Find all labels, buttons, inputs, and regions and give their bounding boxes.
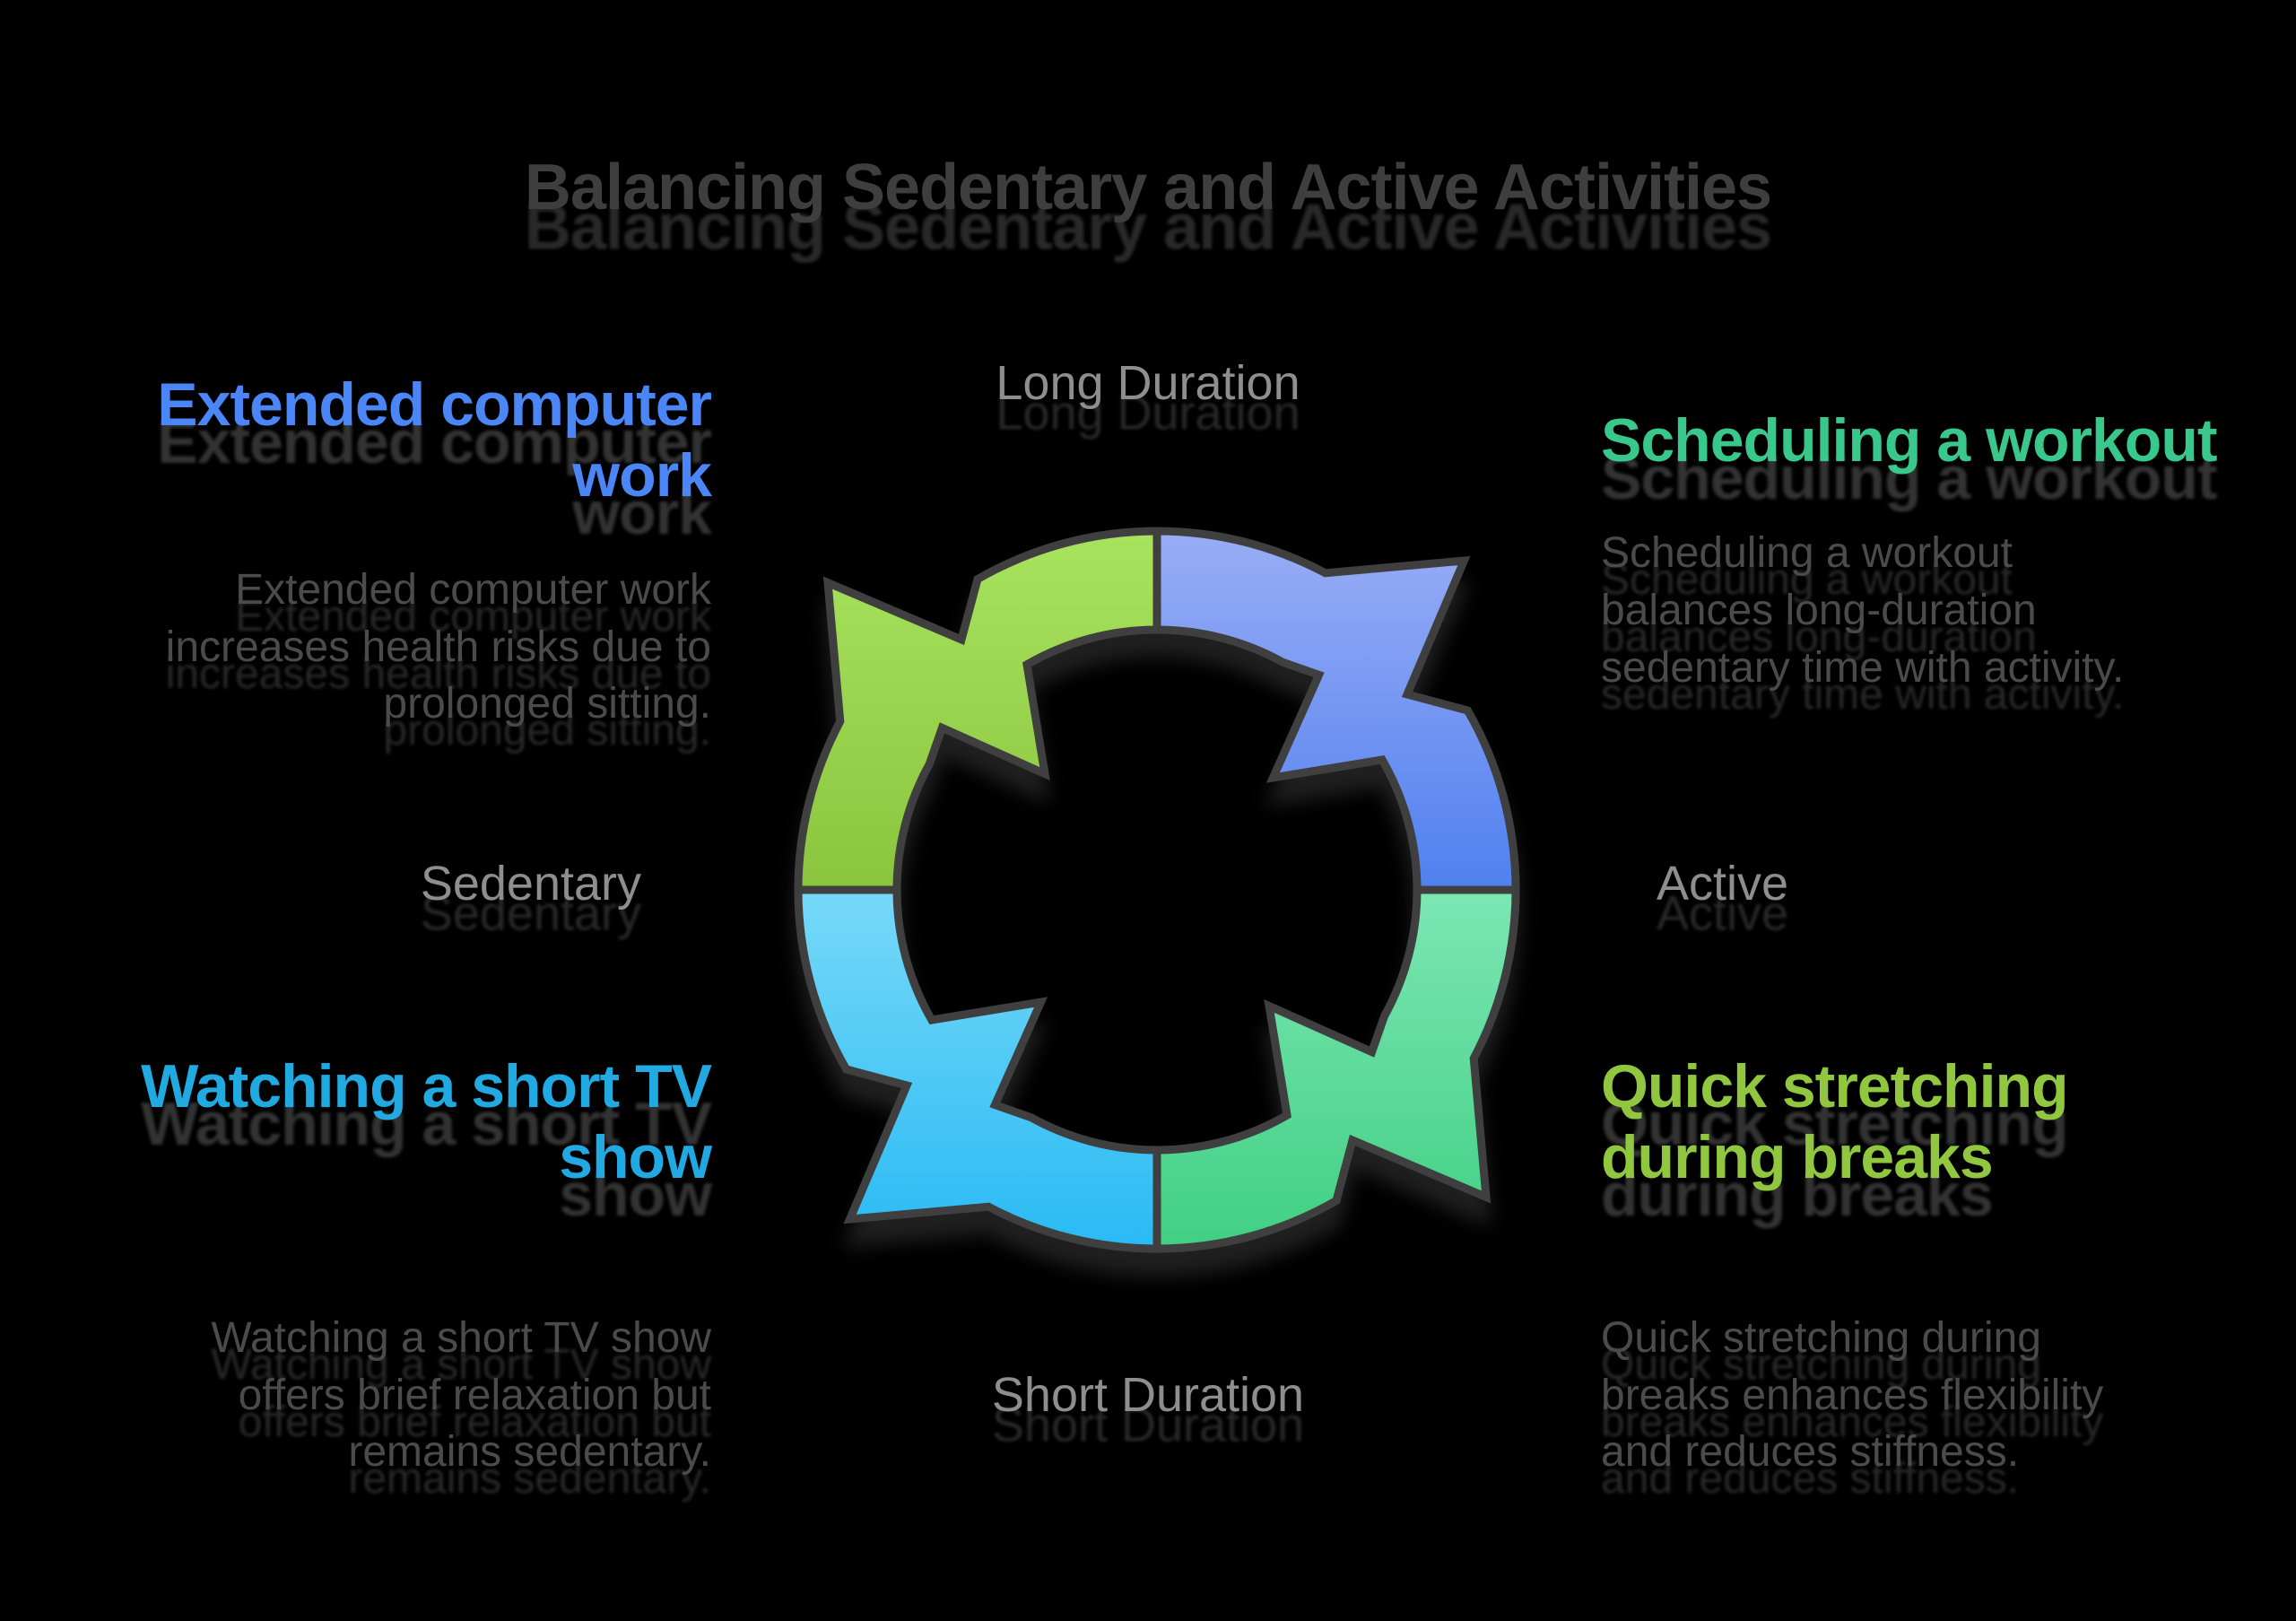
axis-label-active: Active bbox=[1657, 857, 1789, 911]
quadrant-body: Extended computer work increases health … bbox=[165, 565, 711, 728]
quadrant-heading: Scheduling a workout bbox=[1601, 406, 2218, 475]
axis-label-short-duration: Short Duration bbox=[991, 1368, 1305, 1422]
quadrant-top-left: Extended computer work Extended computer… bbox=[83, 370, 712, 733]
quadrant-bottom-left: Watching a short TV show Watching a shor… bbox=[83, 1051, 712, 1481]
cycle-arrow-bottom-left bbox=[794, 885, 1161, 1253]
quadrant-body: Scheduling a workout balances long-durat… bbox=[1601, 528, 2125, 692]
axis-label-long-duration: Long Duration bbox=[996, 356, 1300, 410]
quadrant-heading: Quick stretching during breaks bbox=[1601, 1052, 2069, 1191]
cycle-arrow-bottom-right bbox=[1152, 885, 1520, 1253]
cycle-arrow-top-left bbox=[794, 527, 1161, 894]
axis-label-sedentary: Sedentary bbox=[420, 857, 641, 911]
quadrant-body: Quick stretching during breaks enhances … bbox=[1601, 1313, 2104, 1477]
quadrant-body: Watching a short TV show offers brief re… bbox=[211, 1313, 711, 1477]
quadrant-heading: Extended computer work bbox=[157, 370, 712, 510]
page-title: Balancing Sedentary and Active Activitie… bbox=[524, 152, 1772, 223]
cycle-diagram bbox=[794, 527, 1520, 1253]
quadrant-heading: Watching a short TV show bbox=[141, 1052, 712, 1191]
cycle-arrow-top-right bbox=[1152, 527, 1520, 894]
quadrant-bottom-right: Quick stretching during breaks Quick str… bbox=[1601, 1051, 2229, 1481]
quadrant-top-right: Scheduling a workout Scheduling a workou… bbox=[1601, 405, 2283, 696]
